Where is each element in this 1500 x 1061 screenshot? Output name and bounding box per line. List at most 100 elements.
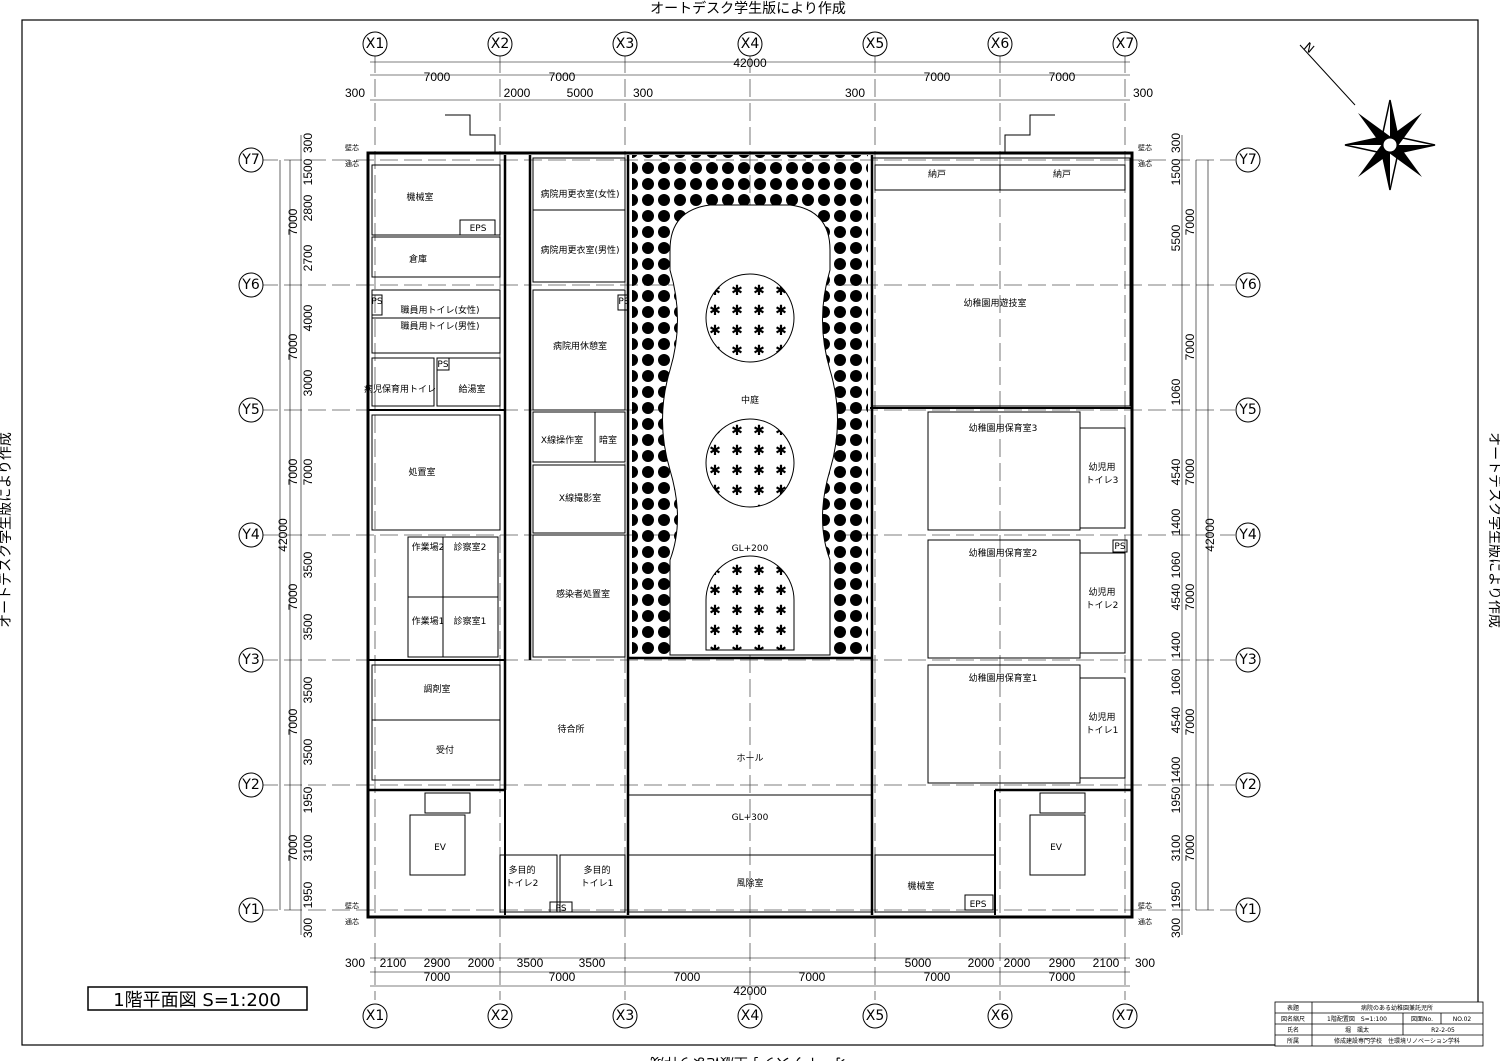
grid-bubble (362, 1003, 388, 1029)
room-outline (532, 209, 626, 283)
dimension-label: 300 (345, 956, 365, 970)
grid-bubble (1112, 1003, 1138, 1029)
room-label: 風除室 (736, 877, 763, 889)
dimension-label: 3500 (301, 676, 315, 703)
room-outline (1079, 677, 1126, 779)
room-outline (371, 164, 501, 236)
room-label: 待合所 (557, 723, 584, 735)
grid-bubble (987, 1003, 1013, 1029)
dimension-label: 5000 (905, 956, 932, 970)
room-label: 機械室 (406, 191, 433, 203)
dimension-label: 1400 (1169, 756, 1183, 783)
room-label: 作業場2 (412, 541, 445, 553)
title-block-label: 所属 (1287, 1037, 1299, 1045)
grid-axis-label: Y3 (241, 652, 259, 668)
grid-bubble (487, 31, 513, 57)
dimension-label: 7000 (424, 70, 451, 84)
planter-circle (705, 273, 795, 363)
room-label: 調剤室 (423, 683, 450, 695)
sheet-border (21, 19, 1479, 1046)
dimension-label: 7000 (549, 70, 576, 84)
dimension-label: 1400 (1169, 631, 1183, 658)
north-label: N (1301, 40, 1317, 56)
dimension-label: 300 (633, 86, 653, 100)
room-label: 納戸 (928, 168, 946, 180)
grid-axis-label: X5 (866, 1008, 885, 1024)
grid-bubble (1112, 31, 1138, 57)
dimension-label: 42000 (733, 56, 767, 70)
building-walls (366, 114, 1134, 919)
wall-mark-label: 壁芯 (345, 901, 359, 910)
dimension-label: 3500 (301, 551, 315, 578)
dimension-lines: 42000 7000 7000 7000 7000 300 2000 5000 300 300 30… (276, 56, 1217, 998)
wall-mark-label: 通芯 (345, 159, 359, 168)
room-label: 機械室 (907, 880, 934, 892)
dimension-label: 4540 (1169, 706, 1183, 733)
watermark-left: オートデスク学生版により作成 (0, 432, 14, 628)
dimension-label: 7000 (549, 970, 576, 984)
title-block (1274, 1001, 1484, 1047)
grid-axis-label: Y7 (241, 152, 259, 168)
dimension-label: 4000 (301, 304, 315, 331)
dimension-label: 1500 (301, 158, 315, 185)
dimension-label: 7000 (286, 333, 300, 360)
wall-mark-label: 壁芯 (1138, 901, 1152, 910)
dimension-label: 7000 (1049, 70, 1076, 84)
grid-axis-label: X2 (491, 36, 510, 52)
room-label: X線操作室 (541, 434, 583, 446)
grid-axis-label: X3 (616, 1008, 635, 1024)
dimension-label: 7000 (1183, 333, 1197, 360)
grid-bubble (737, 31, 763, 57)
watermark-bottom: オートデスク学生版により作成 (650, 1054, 846, 1061)
room-label: 病院用休憩室 (553, 340, 607, 352)
grid-axis-label: X5 (866, 36, 885, 52)
dimension-label: 7000 (286, 834, 300, 861)
room-label: 診察室1 (454, 615, 487, 627)
dimension-label: 300 (1169, 918, 1183, 938)
room-outline (442, 596, 499, 658)
dimension-label: 1060 (1169, 551, 1183, 578)
room-outline (559, 854, 626, 913)
room-label: 納戸 (1053, 168, 1071, 180)
dimension-label: 300 (845, 86, 865, 100)
grid-bubble (1235, 897, 1261, 923)
room-outline (436, 357, 501, 407)
room-outline (1079, 552, 1126, 654)
dimension-label: 4540 (1169, 458, 1183, 485)
room-outline (874, 854, 996, 913)
room-label: 処置室 (408, 466, 435, 478)
room-label: 暗室 (599, 434, 617, 446)
room-outline (436, 357, 450, 371)
grid-axis-label: X7 (1116, 36, 1135, 52)
dimension-label: 42000 (733, 984, 767, 998)
dimension-label: 300 (301, 918, 315, 938)
room-label: 幼稚園用保育室3 (969, 422, 1038, 434)
grid-axis-label: X1 (366, 1008, 385, 1024)
dimension-label: 2000 (1004, 956, 1031, 970)
room-label: GL+300 (732, 813, 769, 823)
grid-axis-label: X4 (741, 36, 760, 52)
room-label: 多目的 (508, 864, 535, 876)
dimension-label: 3500 (579, 956, 606, 970)
dimension-label: 1060 (1169, 668, 1183, 695)
room-outline (371, 294, 383, 316)
title-block-value: R2-2-05 (1431, 1027, 1455, 1034)
room-label: 幼児用 (1088, 461, 1115, 473)
grid-bubble (862, 1003, 888, 1029)
room-outline (999, 164, 1126, 191)
dimension-label: 2000 (468, 956, 495, 970)
grid-bubble (862, 31, 888, 57)
grid-axis-label: X1 (366, 36, 385, 52)
room-outline (409, 814, 466, 876)
title-block-value: 修成建設専門学校 住環境リノベーション学科 (1334, 1037, 1460, 1045)
room-label: EV (434, 843, 447, 853)
dimension-label: 7000 (424, 970, 451, 984)
room-label: 幼稚園用遊技室 (963, 297, 1026, 309)
grid-axis-label: Y5 (241, 402, 259, 418)
room-label: GL+200 (732, 544, 769, 554)
dimension-label: 5000 (567, 86, 594, 100)
grid-bubble (612, 31, 638, 57)
room-outline (964, 894, 994, 911)
